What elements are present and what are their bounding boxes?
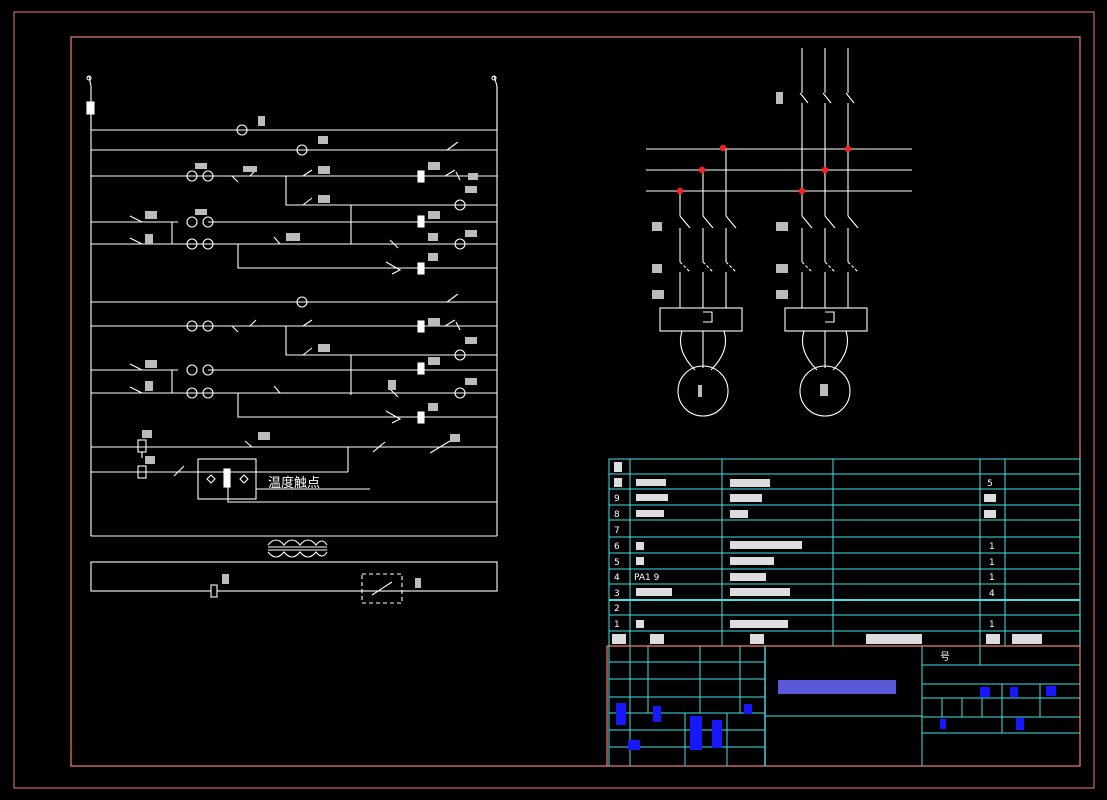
- control-circuit: [86, 75, 498, 604]
- parts-row-8-no: 4: [614, 573, 620, 583]
- parts-row-8-qty: 1: [989, 573, 995, 583]
- power-circuit-tags: [652, 92, 828, 397]
- parts-row-7-qty: 1: [989, 558, 995, 568]
- parts-list-entries: [612, 462, 1042, 644]
- parts-row-9-qty: 4: [989, 589, 995, 599]
- parts-row-8-code: PA1 9: [634, 573, 660, 583]
- control-circuit-tags: [142, 116, 478, 588]
- power-circuit: [646, 48, 912, 417]
- title-block-stamps: [616, 686, 1056, 750]
- drawing-frame: [70, 36, 1081, 767]
- title-block-border: [606, 645, 1080, 766]
- parts-row-2-qty: 5: [987, 479, 993, 489]
- drawing-title-placeholder: [778, 680, 896, 694]
- parts-list-grid: [608, 458, 1081, 647]
- title-block-grid: [608, 646, 1080, 766]
- parts-row-9-no: 3: [614, 589, 620, 599]
- parts-row-3-no: 9: [614, 494, 620, 504]
- parts-row-11-qty: 1: [989, 620, 995, 630]
- parts-row-6-no: 6: [614, 542, 620, 552]
- power-junction-dots: [676, 144, 852, 195]
- temperature-contact-label: 温度触点: [268, 475, 320, 491]
- parts-row-5-no: 7: [614, 526, 620, 536]
- parts-row-4-no: 8: [614, 510, 620, 520]
- parts-list-numbers: 5 9 8 7 6 1 5 1 4 PA1 9 1 3 4 2 1 1: [614, 479, 995, 630]
- outer-frame: [13, 11, 1095, 789]
- drawing-number-label: 号: [940, 651, 950, 663]
- parts-row-11-no: 1: [614, 620, 620, 630]
- parts-row-10-no: 2: [614, 604, 620, 614]
- parts-row-6-qty: 1: [989, 542, 995, 552]
- parts-row-7-no: 5: [614, 558, 620, 568]
